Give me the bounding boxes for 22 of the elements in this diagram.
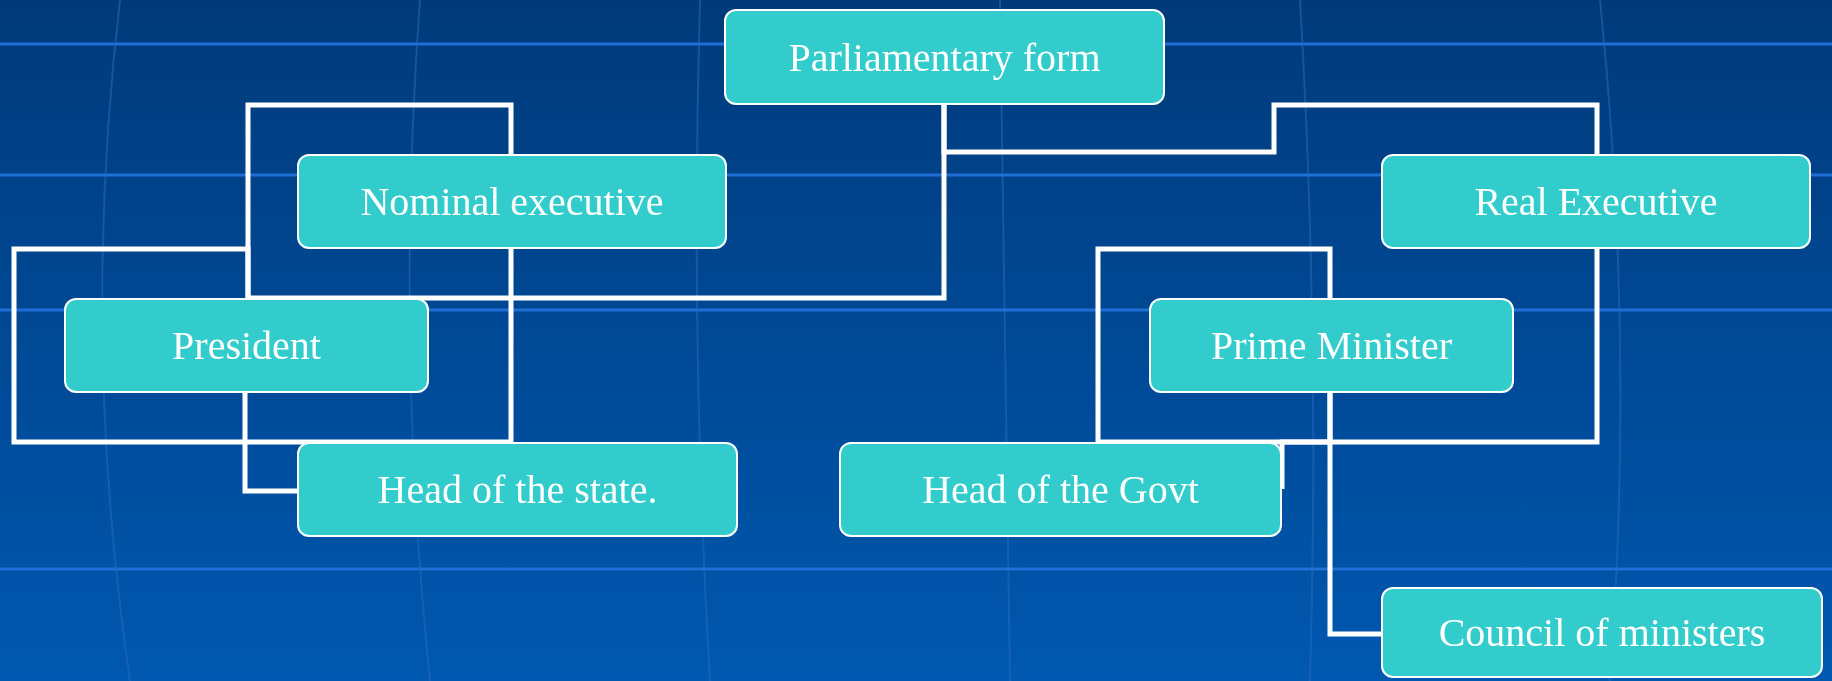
box-label: Prime Minister: [1210, 322, 1453, 369]
label-box: [1381, 587, 1823, 678]
box-label: Head of the state.: [377, 466, 658, 513]
label-box: [839, 442, 1282, 537]
box-label: Real Executive: [1474, 178, 1718, 225]
box-label: Head of the Govt: [922, 466, 1199, 513]
label-box: [724, 9, 1165, 105]
label-box: [1149, 298, 1514, 393]
connector-line: [245, 102, 947, 301]
label-box: [297, 154, 727, 249]
label-box: [64, 298, 429, 393]
label-box: [297, 442, 738, 537]
connector-line: [1095, 246, 1600, 445]
box-label: Nominal executive: [360, 178, 664, 225]
connector-line: [11, 246, 514, 445]
box-label: Parliamentary form: [788, 33, 1101, 81]
box-label: Council of ministers: [1438, 609, 1766, 656]
label-box: [1381, 154, 1811, 249]
connector-line: [242, 393, 297, 494]
box-label: President: [172, 322, 321, 369]
connector-line: [941, 102, 1600, 155]
connector-line: [1327, 393, 1381, 637]
